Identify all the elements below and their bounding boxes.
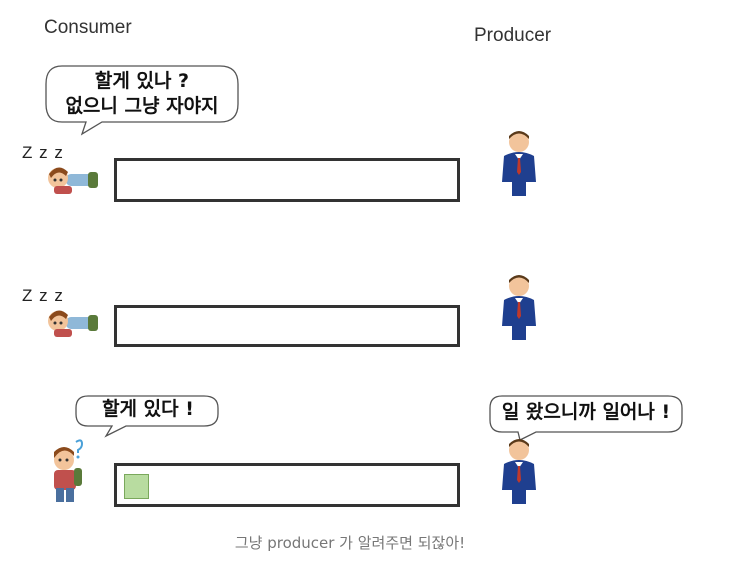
consumer-speech-line-1: 할게 있다 ! bbox=[102, 398, 194, 420]
sleeping-consumer-icon bbox=[48, 310, 98, 337]
sleep-zzz: Z z z bbox=[22, 286, 64, 305]
consumer-header: Consumer bbox=[44, 17, 132, 38]
producer-speech-bubble bbox=[489, 395, 683, 441]
sleeping-consumer-icon bbox=[48, 167, 98, 194]
message-queue-3 bbox=[114, 463, 460, 507]
awake-consumer-icon bbox=[54, 439, 84, 502]
message-queue-2 bbox=[114, 305, 460, 347]
queue-message-item bbox=[124, 474, 149, 499]
consumer-speech-line-2: 없으니 그냥 자야지 bbox=[65, 95, 219, 117]
consumer-speech-bubble bbox=[45, 65, 239, 136]
caption: 그냥 producer 가 알려주면 되잖아! bbox=[234, 534, 466, 552]
producer-figure-icon bbox=[502, 131, 536, 196]
consumer-speech-bubble bbox=[75, 395, 219, 438]
message-queue-1 bbox=[114, 158, 460, 202]
sleep-zzz: Z z z bbox=[22, 143, 64, 162]
producer-speech-text: 일 왔으니까 일어나 ! bbox=[501, 401, 671, 423]
producer-figure-icon bbox=[502, 439, 536, 504]
producer-header: Producer bbox=[474, 25, 552, 46]
producer-figure-icon bbox=[502, 275, 536, 340]
consumer-speech-line-1: 할게 있나 ? bbox=[94, 70, 190, 92]
